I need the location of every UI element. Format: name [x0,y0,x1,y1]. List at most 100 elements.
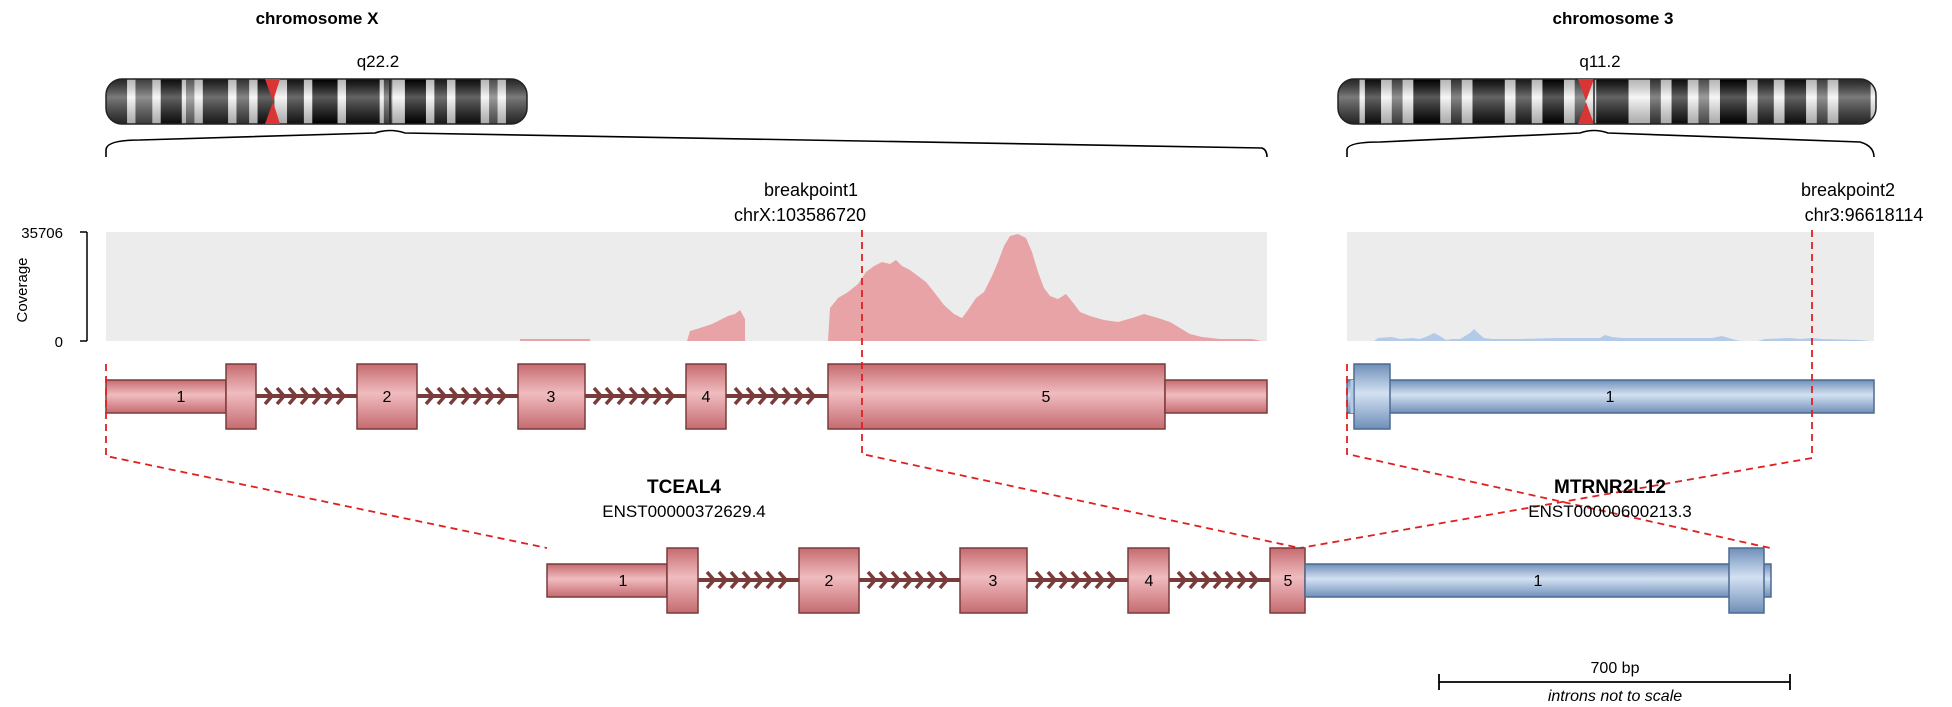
chromosome-x-centromere [265,79,280,101]
coverage-max-label: 35706 [21,225,63,242]
intron-arrow-icon [287,386,299,406]
intron-arrow-icon [753,570,765,590]
intron-arrow-icon [263,386,275,406]
chromosome-3-centromere [1578,79,1594,101]
gene1-exon-2-label: 2 [383,389,392,406]
gene2-model: 1 [1346,363,1875,430]
fusion-exon-3 [959,547,1028,614]
intron-arrow-icon [777,570,789,590]
breakpoint-guides [105,230,1813,549]
gene1-exon-4 [685,363,727,430]
intron-arrow-icon [765,570,777,590]
intron-arrow-icon [741,570,753,590]
intron-arrow-icon [902,570,914,590]
chromosome-3-band-label: q11.2 [1579,52,1620,71]
intron-arrow-icon [604,386,616,406]
fusion-exon-2-label: 2 [825,573,834,590]
intron-arrow-icon [1094,570,1106,590]
scale-bar-label: 700 bp [1591,660,1640,677]
intron-arrow-icon [878,570,890,590]
gene1-intron-arrows [256,386,828,406]
intron-arrow-icon [866,570,878,590]
fusion-exon-1 [666,547,699,614]
intron-arrow-icon [472,386,484,406]
intron-arrow-icon [757,386,769,406]
fusion-exon-5-label: 5 [1284,573,1293,590]
gene1-exon-3-label: 3 [547,389,556,406]
intron-arrow-icon [1224,570,1236,590]
intron-arrow-icon [436,386,448,406]
gene2-end-guide [1346,364,1771,549]
coverage-axis [80,231,88,342]
intron-arrow-icon [1034,570,1046,590]
intron-arrow-icon [496,386,508,406]
breakpoint1-line [861,230,1301,549]
chromosome-x-title: chromosome X [256,9,379,28]
chromosome-3-ideogram [1337,78,1877,125]
fusion-exon-1-label: 1 [619,573,628,590]
intron-arrow-icon [793,386,805,406]
coverage-panel-2 [1347,232,1874,341]
scale-bar-note: introns not to scale [1548,688,1682,705]
intron-arrow-icon [1188,570,1200,590]
intron-arrow-icon [299,386,311,406]
fusion-exon-3-label: 3 [989,573,998,590]
intron-arrow-icon [1176,570,1188,590]
intron-arrow-icon [1046,570,1058,590]
intron-arrow-icon [640,386,652,406]
breakpoint2-label: breakpoint2 [1801,180,1895,200]
intron-arrow-icon [460,386,472,406]
chromosome-x-zoom-brace [105,129,1268,158]
intron-arrow-icon [311,386,323,406]
intron-arrow-icon [1236,570,1248,590]
intron-arrow-icon [938,570,950,590]
intron-arrow-icon [926,570,938,590]
intron-arrow-icon [729,570,741,590]
intron-arrow-icon [484,386,496,406]
intron-arrow-icon [745,386,757,406]
intron-arrow-icon [717,570,729,590]
gene1-exon-4-label: 4 [702,389,711,406]
coverage-axis-label: Coverage [14,257,31,322]
gene1-exon-1 [225,363,257,430]
coverage-min-label: 0 [55,334,63,351]
chromosome-x-ideogram [105,78,528,125]
gene1-exon-1-utr [105,379,227,414]
breakpoint2-line [1299,230,1813,549]
breakpoint1-label: breakpoint1 [764,180,858,200]
intron-arrow-icon [1212,570,1224,590]
gene1-model: 1 2 3 4 5 [105,363,1268,430]
chromosome-x-band-label: q22.2 [357,52,400,71]
gene1-exon-5 [827,363,1166,430]
scale-bar [1438,674,1791,690]
intron-arrow-icon [592,386,604,406]
fusion-exon-2 [798,547,860,614]
fusion-model: 1 2 3 4 5 1 [546,547,1772,614]
breakpoint1-position: chrX:103586720 [734,205,866,225]
intron-arrow-icon [1082,570,1094,590]
intron-arrow-icon [1106,570,1118,590]
gene1-exon-3 [517,363,586,430]
fusion-exon-1-gene2-cds [1728,547,1765,614]
intron-arrow-icon [335,386,347,406]
intron-arrow-icon [805,386,817,406]
intron-arrow-icon [652,386,664,406]
intron-arrow-icon [448,386,460,406]
intron-arrow-icon [628,386,640,406]
intron-arrow-icon [1070,570,1082,590]
coverage-area-gene2 [1374,329,1870,341]
gene2-exon-1-utr [1346,379,1875,414]
fusion-intron-arrows [698,570,1270,590]
fusion-exon-1-utr [546,563,668,598]
intron-arrow-icon [275,386,287,406]
fusion-exon-1-gene2-utr [1304,563,1772,598]
gene2-name: MTRNR2L12 [1554,477,1666,498]
intron-arrow-icon [705,570,717,590]
intron-arrow-icon [1248,570,1260,590]
gene1-exon-5-utr [1164,379,1268,414]
gene1-start-guide [105,364,548,549]
intron-arrow-icon [890,570,902,590]
gene2-exon-1-cds [1353,363,1391,430]
gene1-exon-5-label: 5 [1042,389,1051,406]
gene2-transcript: ENST00000600213.3 [1528,502,1692,521]
